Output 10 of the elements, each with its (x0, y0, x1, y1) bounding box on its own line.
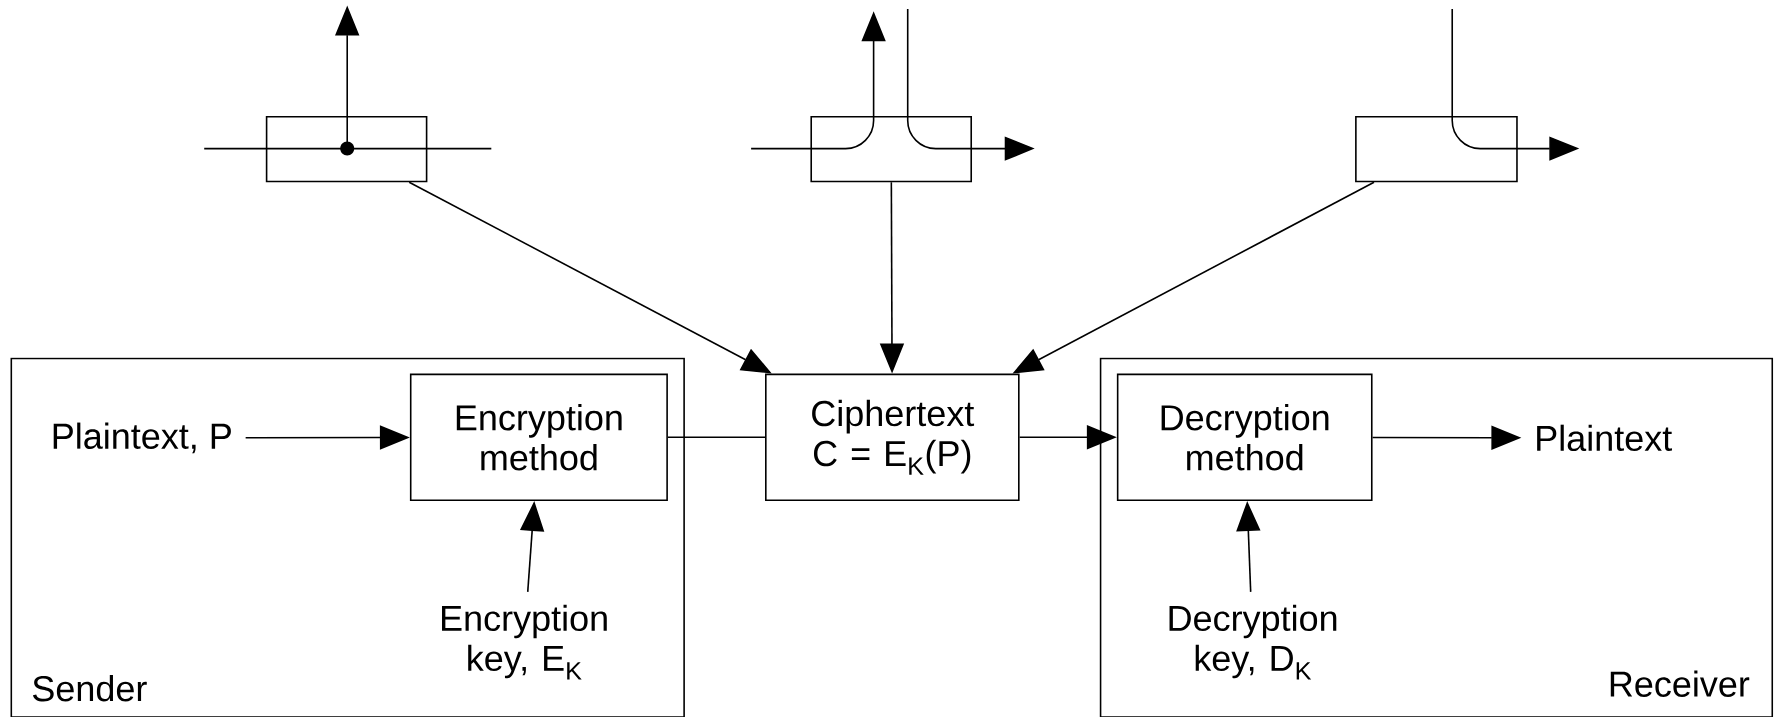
tap-box (265, 115, 428, 183)
tap-box (1355, 115, 1518, 183)
process-box: Encryption method (409, 373, 668, 502)
label-text: Plaintext (1537, 424, 1672, 452)
process-box: Ciphertext C = E$_{K}$(P) (765, 373, 1020, 502)
tap-box (810, 115, 972, 183)
label-text: Encryption key, E$_{K}$ (442, 604, 607, 680)
process-box: Decryption method (1116, 373, 1373, 502)
label-text: Decryption key, D$_{K}$ (1169, 604, 1337, 680)
label-text: Plaintext, P (53, 422, 231, 454)
